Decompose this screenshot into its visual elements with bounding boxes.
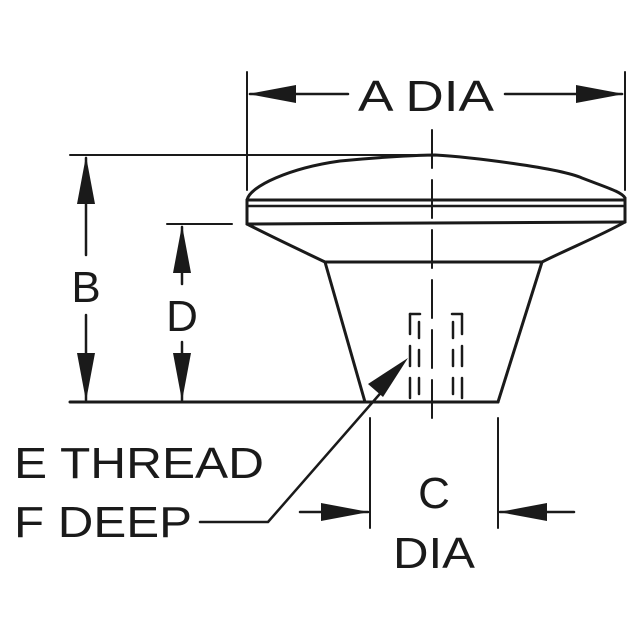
dimension-d: D xyxy=(166,223,233,402)
knob-stem-right xyxy=(496,260,544,404)
b-arrow-top xyxy=(77,156,95,204)
a-dia-label: A DIA xyxy=(358,72,495,121)
threaded-hole-hidden-lines xyxy=(408,312,464,400)
thread-leader-line xyxy=(198,378,394,524)
dimension-b: B xyxy=(69,154,433,402)
a-arrow-left xyxy=(248,85,296,103)
f-deep-label: F DEEP xyxy=(14,498,192,547)
dimension-a: A DIA xyxy=(246,71,626,191)
dimension-c: C DIA xyxy=(298,417,576,578)
knob-stem-left xyxy=(323,260,367,404)
thread-leader-arrow xyxy=(368,358,408,397)
b-label: B xyxy=(71,263,100,312)
knob-cap-dome xyxy=(245,153,627,202)
d-arrow-top xyxy=(173,225,191,273)
knob-outline xyxy=(68,153,627,404)
c-dia-label: DIA xyxy=(393,529,476,578)
c-arrow-right xyxy=(499,503,547,521)
knob-cap-rim-bottom xyxy=(245,220,627,226)
d-label: D xyxy=(166,292,198,341)
thread-callout: E THREAD F DEEP xyxy=(14,358,408,547)
e-thread-label: E THREAD xyxy=(14,439,264,488)
c-label: C xyxy=(418,469,450,518)
d-arrow-bottom xyxy=(173,353,191,401)
b-arrow-bottom xyxy=(77,353,95,401)
c-arrow-left xyxy=(321,503,369,521)
a-arrow-right xyxy=(576,85,624,103)
knob-neck-flare xyxy=(245,220,627,264)
